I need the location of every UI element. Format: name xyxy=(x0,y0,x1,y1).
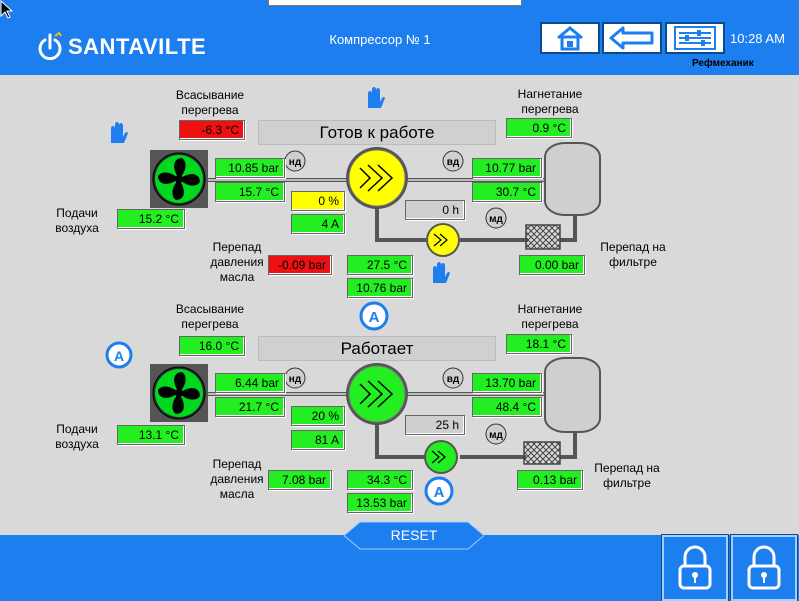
unit2-oil-dp-label: Перепад давления масла xyxy=(210,457,264,501)
unit1-receiver-icon xyxy=(544,142,601,216)
unit2-oil-pressure: 13.53 bar xyxy=(347,493,413,513)
lock-icon xyxy=(678,545,712,590)
unit1-filter-icon xyxy=(525,224,561,250)
unit1-oil-dp-label: Перепад давления масла xyxy=(210,240,264,284)
unit2-oil-temp: 34.3 °C xyxy=(347,470,413,490)
back-arrow-icon xyxy=(609,26,654,50)
reset-button[interactable]: RESET xyxy=(344,521,484,550)
unit1-current: 4 A xyxy=(291,214,345,234)
unit2-status: Работает xyxy=(258,336,496,361)
unit1-suction-superheat: -6.3 °C xyxy=(179,120,245,140)
unit1-lp-temp: 15.7 °C xyxy=(215,182,285,202)
unit2-air-temp: 13.1 °C xyxy=(117,425,185,445)
unit2-oil-pump-icon xyxy=(424,440,458,474)
unit2-air-label: Подачи воздуха xyxy=(55,422,99,451)
unit1-hp-temp: 30.7 °C xyxy=(472,182,542,202)
unit2-capacity: 20 % xyxy=(291,406,345,426)
unit1-lp-badge: нд xyxy=(284,150,306,172)
unit2-hp-badge: вд xyxy=(442,367,464,389)
svg-text:A: A xyxy=(114,348,124,364)
unit2-oil-badge: мд xyxy=(485,423,507,445)
unit2-compressor-icon xyxy=(346,363,408,425)
unit1-capacity: 0 % xyxy=(291,191,345,211)
unit2-filter-icon xyxy=(523,441,561,465)
svg-text:вд: вд xyxy=(447,374,460,385)
svg-text:A: A xyxy=(369,309,380,326)
unit2-filter-dp: 0.13 bar xyxy=(517,470,583,490)
power-logo-icon xyxy=(38,32,62,61)
brand-name: SANTAVILTE xyxy=(68,34,207,59)
unit1-filter-label: Перепад на фильтре xyxy=(600,240,666,269)
unit1-hp-pressure: 10.77 bar xyxy=(472,158,542,178)
svg-text:вд: вд xyxy=(447,157,460,168)
unit1-suction-label: Всасывание перегрева xyxy=(175,88,245,117)
svg-text:нд: нд xyxy=(289,374,302,385)
auto-mode-icon[interactable]: A xyxy=(359,301,389,331)
auto-mode-icon[interactable]: A xyxy=(424,476,454,506)
unit1-fan-icon xyxy=(150,150,208,208)
unit2-oil-dp: 7.08 bar xyxy=(268,470,332,490)
manual-hand-icon[interactable] xyxy=(433,262,450,283)
svg-text:мд: мд xyxy=(489,430,503,441)
unit1-lp-pressure: 10.85 bar xyxy=(215,158,285,178)
clock: 10:28 AM xyxy=(730,31,785,46)
sliders-icon xyxy=(674,26,716,50)
unit2-hp-temp: 48.4 °C xyxy=(472,397,542,417)
unit1-oil-badge: мд xyxy=(485,207,507,229)
top-strip xyxy=(268,0,522,6)
svg-text:A: A xyxy=(434,484,445,501)
unit2-lp-pressure: 6.44 bar xyxy=(215,373,285,393)
mouse-cursor-icon xyxy=(0,0,14,19)
page-title: Компрессор № 1 xyxy=(329,32,431,47)
lock-button[interactable] xyxy=(730,534,798,601)
unit2-receiver-icon xyxy=(544,357,601,433)
unit1-oil-dp: -0.09 bar xyxy=(268,255,332,275)
home-icon xyxy=(557,26,583,51)
svg-text:мд: мд xyxy=(489,214,503,225)
reset-button-shape xyxy=(344,521,484,550)
unit2-fan-icon xyxy=(150,364,208,422)
unit2-lp-temp: 21.7 °C xyxy=(215,397,285,417)
user-role: Рефмеханик xyxy=(692,58,754,69)
unit2-current: 81 A xyxy=(291,430,345,450)
unit1-oil-temp: 27.5 °C xyxy=(347,255,413,275)
manual-hand-icon[interactable] xyxy=(111,122,128,143)
lock-button[interactable] xyxy=(661,534,729,601)
unit1-air-temp: 15.2 °C xyxy=(117,209,185,229)
manual-hand-icon[interactable] xyxy=(368,87,385,108)
unit1-air-label: Подачи воздуха xyxy=(55,206,99,235)
unit2-suction-label: Всасывание перегрева xyxy=(175,302,245,331)
unit2-filter-label: Перепад на фильтре xyxy=(594,461,660,490)
unit2-discharge-label: Нагнетание перегрева xyxy=(517,302,583,331)
unit1-run-hours: 0 h xyxy=(405,200,465,220)
unit2-run-hours: 25 h xyxy=(405,415,465,435)
unit2-lp-badge: нд xyxy=(284,367,306,389)
settings-button[interactable] xyxy=(665,22,725,54)
unit1-filter-dp: 0.00 bar xyxy=(519,255,585,275)
unit1-oil-pump-icon xyxy=(426,223,460,257)
unit1-discharge-label: Нагнетание перегрева xyxy=(517,87,583,116)
lock-icon xyxy=(747,545,781,590)
reset-label: RESET xyxy=(390,527,438,543)
unit2-suction-superheat: 16.0 °C xyxy=(179,336,245,356)
unit1-status: Готов к работе xyxy=(258,120,496,145)
back-button[interactable] xyxy=(602,22,662,54)
unit1-discharge-superheat: 0.9 °C xyxy=(506,118,572,138)
unit1-oil-pressure: 10.76 bar xyxy=(347,278,413,298)
brand-logo: SANTAVILTE xyxy=(36,30,206,64)
svg-text:нд: нд xyxy=(289,157,302,168)
unit1-compressor-icon xyxy=(346,147,408,209)
unit1-hp-badge: вд xyxy=(442,150,464,172)
auto-mode-icon[interactable]: A xyxy=(104,340,134,370)
unit2-hp-pressure: 13.70 bar xyxy=(472,373,542,393)
unit2-discharge-superheat: 18.1 °C xyxy=(506,334,572,354)
home-button[interactable] xyxy=(540,22,600,54)
